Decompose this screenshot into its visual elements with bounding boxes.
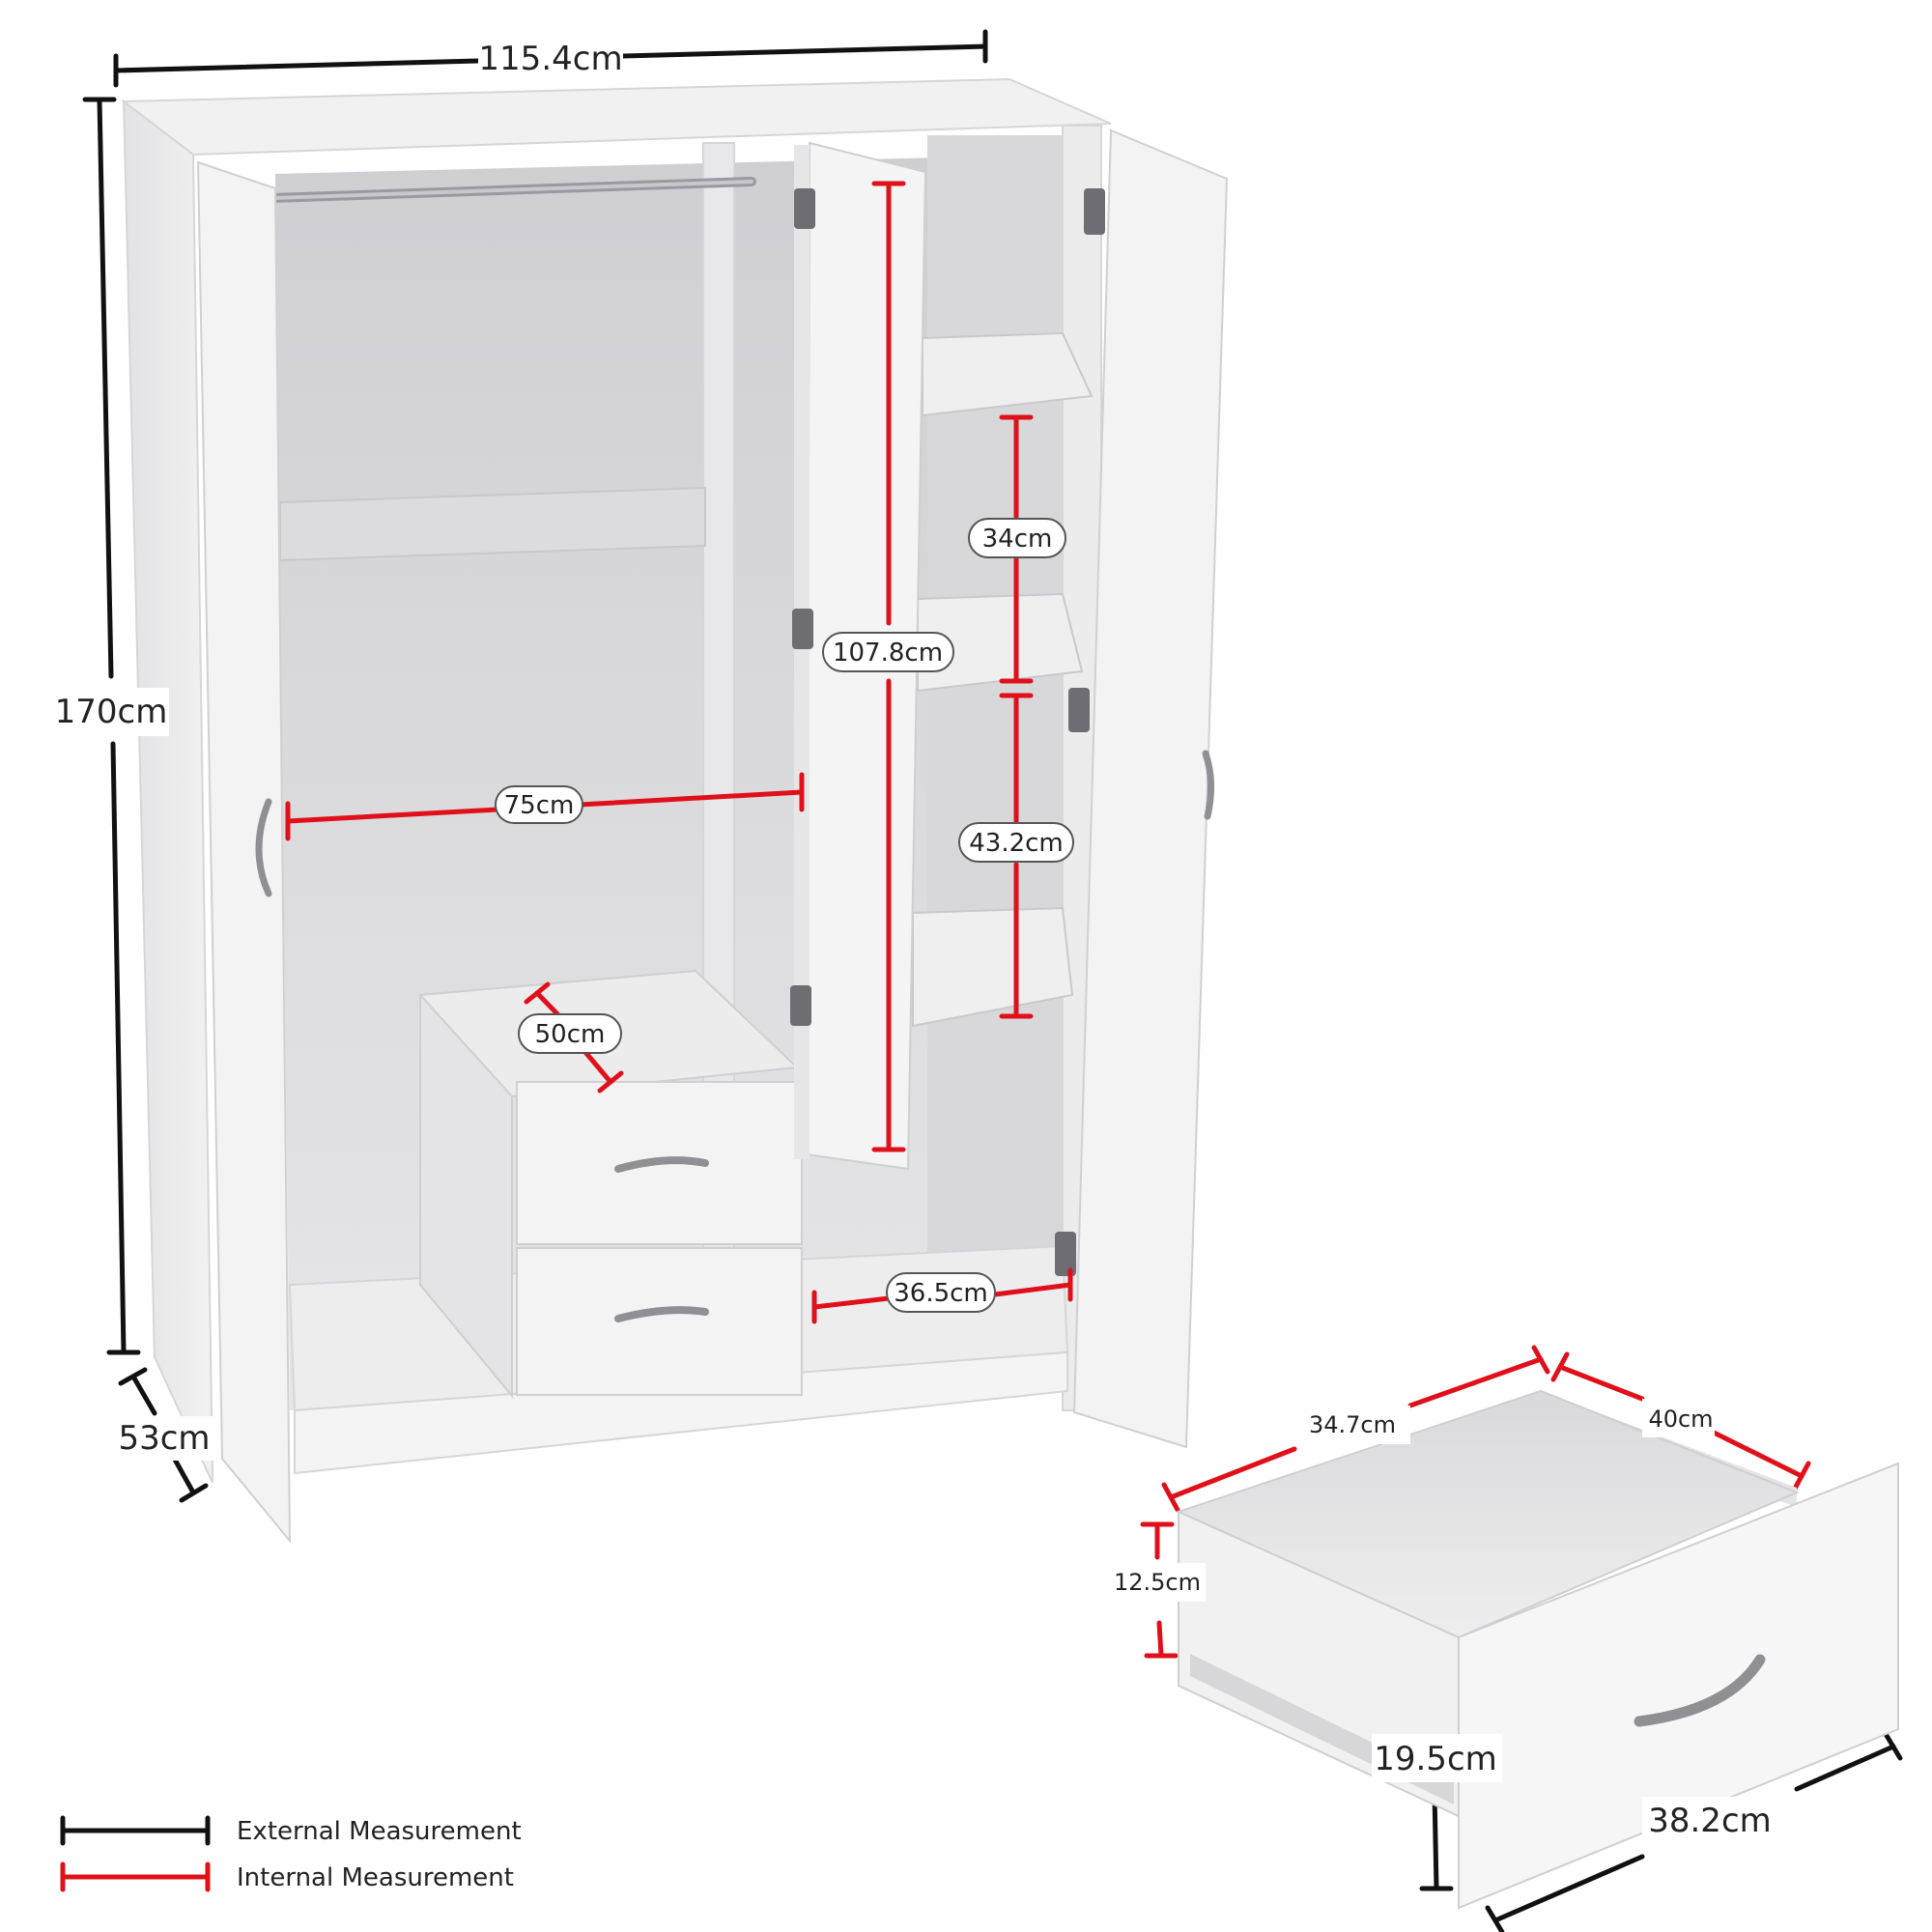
external-width-label: 115.4cm — [478, 40, 622, 78]
external-height-label-group: 170cm — [53, 688, 169, 736]
shelf-3 — [912, 906, 1074, 1028]
wardrobe — [121, 77, 1229, 1544]
hinge-icon — [792, 609, 813, 649]
wardrobe-plinth — [294, 1350, 1068, 1475]
lower-compartment-width-label-group: 36.5cm — [886, 1272, 996, 1313]
shelf-gap-upper-label-group: 34cm — [968, 518, 1066, 558]
legend-external-label: External Measurement — [237, 1817, 522, 1846]
hinge-icon — [794, 188, 815, 229]
door-height-label: 107.8cm — [833, 639, 943, 668]
drawer-handle-lower[interactable] — [614, 1306, 709, 1322]
drawer-front-lower[interactable] — [516, 1247, 803, 1396]
drawer-inner-height-label-group: 12.5cm — [1109, 1563, 1206, 1602]
middle-door-edge — [794, 145, 810, 1159]
external-depth-label: 53cm — [118, 1419, 210, 1458]
left-door[interactable] — [196, 160, 292, 1544]
door-height-line — [871, 181, 906, 1152]
drawer-inner-width-label: 34.7cm — [1309, 1411, 1396, 1438]
drawer-inner-width-label-group: 34.7cm — [1294, 1406, 1410, 1444]
drawer-outer-width-label-group: 38.2cm — [1642, 1797, 1773, 1843]
shelf-column-back — [927, 135, 1063, 1352]
right-door[interactable] — [1072, 128, 1229, 1449]
lower-compartment-width-line — [811, 1267, 1073, 1324]
external-depth-line — [118, 1367, 209, 1503]
hanging-width-label-group: 75cm — [495, 785, 583, 824]
external-depth-label-group: 53cm — [111, 1416, 217, 1461]
hinge-icon — [1068, 688, 1090, 732]
drawer-detail-handle[interactable] — [1634, 1654, 1766, 1727]
drawer-outer-width-line — [1485, 1731, 1903, 1932]
shelf-gap-lower-label: 43.2cm — [969, 829, 1064, 858]
internal-dimensions — [285, 181, 1811, 1659]
hanging-width-line — [285, 772, 805, 841]
drawer-unit-side — [419, 992, 513, 1399]
external-height-line — [82, 97, 141, 1355]
shelf-gap-lower-line — [999, 693, 1034, 1019]
legend-external-swatch — [60, 1815, 211, 1846]
hinge-icon — [1084, 188, 1105, 235]
left-door-handle[interactable] — [255, 798, 272, 897]
shelf-gap-lower-label-group: 43.2cm — [958, 822, 1074, 863]
door-height-label-group: 107.8cm — [822, 632, 954, 672]
wardrobe-left-side — [122, 99, 213, 1484]
drawer-inner-width-line — [1161, 1345, 1550, 1513]
drawer-handle-upper[interactable] — [614, 1156, 709, 1173]
drawer-outer-height-label-group: 19.5cm — [1372, 1734, 1502, 1782]
shelf-gap-upper-line — [999, 414, 1034, 684]
hanging-width-label: 75cm — [504, 791, 575, 820]
drawer-inner-depth-line — [1550, 1351, 1811, 1492]
drawer-front-panel — [1458, 1462, 1899, 1910]
legend-internal-swatch — [60, 1861, 211, 1892]
hinges — [790, 188, 1105, 1276]
shelf-gap-upper-label: 34cm — [982, 525, 1053, 554]
dimension-labels: 115.4cm 170cm 53cm 75cm 50cm 107.8cm 34c… — [53, 37, 1773, 1843]
drawer-inner-height-line — [1140, 1521, 1179, 1659]
legend: External Measurement Internal Measuremen… — [60, 1815, 522, 1892]
drawer-inner-height-label: 12.5cm — [1114, 1569, 1201, 1596]
right-door-handle[interactable] — [1202, 750, 1215, 820]
drawer-outer-width-label: 38.2cm — [1648, 1802, 1772, 1840]
hinge-icon — [1055, 1232, 1076, 1276]
external-width-line — [113, 29, 988, 88]
drawer-inner-depth-label: 40cm — [1648, 1406, 1713, 1433]
hanging-section-shelf — [279, 486, 706, 562]
external-width-label-group: 115.4cm — [478, 37, 623, 81]
drawer-unit-depth-label: 50cm — [535, 1020, 606, 1049]
legend-internal-label: Internal Measurement — [237, 1863, 514, 1892]
hinge-icon — [790, 985, 811, 1026]
drawer-outer-height-label: 19.5cm — [1374, 1740, 1497, 1778]
drawer-inner-depth-label-group: 40cm — [1642, 1399, 1715, 1437]
lower-compartment-width-label: 36.5cm — [894, 1279, 988, 1308]
hanging-rail — [268, 177, 756, 203]
drawer-unit-depth-label-group: 50cm — [518, 1013, 622, 1054]
external-height-label: 170cm — [55, 693, 168, 731]
